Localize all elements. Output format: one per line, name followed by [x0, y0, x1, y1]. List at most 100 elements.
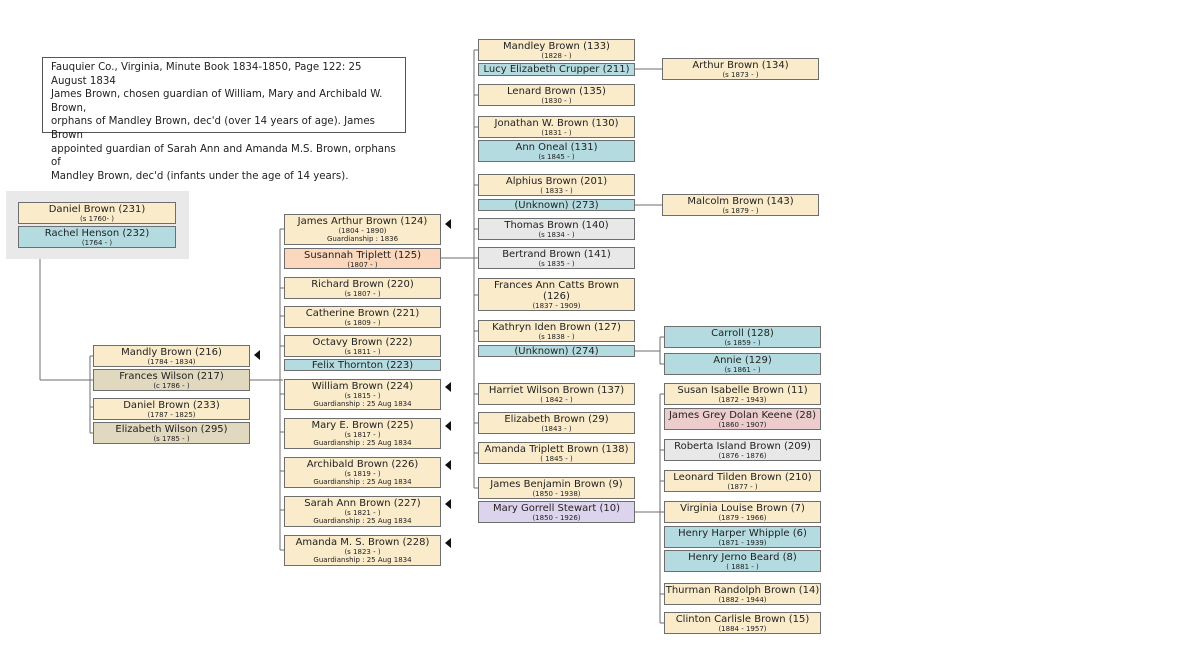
person-box[interactable]: Mary Gorrell Stewart (10)(1850 - 1926): [478, 501, 635, 523]
person-name: Amanda Triplett Brown (138): [484, 444, 629, 455]
person-dates: (s 1821 - ): [344, 509, 381, 517]
person-box[interactable]: Jonathan W. Brown (130)(1831 - ): [478, 116, 635, 138]
person-box[interactable]: Amanda M. S. Brown (228)(s 1823 - )Guard…: [284, 535, 441, 566]
person-dates: (s 1815 - ): [344, 392, 381, 400]
person-dates: (s 1835 - ): [538, 260, 575, 268]
person-box[interactable]: Richard Brown (220)(s 1807 - ): [284, 277, 441, 299]
expand-arrow-icon[interactable]: [254, 350, 260, 360]
person-box[interactable]: Rachel Henson (232)(1764 - ): [18, 226, 176, 248]
person-box[interactable]: Alphius Brown (201)( 1833 - ): [478, 174, 635, 196]
expand-arrow-icon[interactable]: [445, 421, 451, 431]
person-name: Kathryn Iden Brown (127): [492, 322, 621, 333]
expand-arrow-icon[interactable]: [445, 460, 451, 470]
person-box[interactable]: Henry Jerno Beard (8)( 1881 - ): [664, 550, 821, 572]
person-name: Susan Isabelle Brown (11): [677, 385, 808, 396]
note-line: orphans of Mandley Brown, dec'd (over 14…: [51, 116, 375, 141]
person-box[interactable]: Thomas Brown (140)(s 1834 - ): [478, 218, 635, 240]
person-dates: ( 1842 - ): [540, 396, 573, 404]
person-box[interactable]: Kathryn Iden Brown (127)(s 1838 - ): [478, 320, 635, 342]
person-name: Octavy Brown (222): [312, 337, 413, 348]
person-name: Alphius Brown (201): [505, 176, 608, 187]
person-dates: (c 1786 - ): [153, 382, 190, 390]
person-dates: (1784 - 1834): [147, 358, 196, 366]
person-name: Carroll (128): [711, 328, 774, 339]
person-box[interactable]: Felix Thornton (223): [284, 359, 441, 371]
person-box[interactable]: Susannah Triplett (125)(1807 - ): [284, 248, 441, 269]
expand-arrow-icon[interactable]: [445, 219, 451, 229]
person-name: Daniel Brown (231): [48, 204, 146, 215]
person-box[interactable]: Harriet Wilson Brown (137)( 1842 - ): [478, 383, 635, 405]
person-box[interactable]: Frances Wilson (217)(c 1786 - ): [93, 369, 250, 391]
person-box[interactable]: Daniel Brown (233)(1787 - 1825): [93, 398, 250, 420]
person-dates: ( 1881 - ): [726, 563, 759, 571]
person-dates: (1837 - 1909): [532, 302, 581, 310]
guardianship-note: Guardianship : 25 Aug 1834: [313, 517, 412, 525]
person-box[interactable]: Bertrand Brown (141)(s 1835 - ): [478, 247, 635, 269]
person-dates: (s 1834 - ): [538, 231, 575, 239]
person-dates: (1807 - ): [347, 261, 378, 269]
person-name: Malcolm Brown (143): [687, 196, 794, 207]
expand-arrow-icon[interactable]: [445, 382, 451, 392]
person-box[interactable]: Henry Harper Whipple (6)(1871 - 1939): [664, 526, 821, 548]
person-dates: (1884 - 1957): [718, 625, 767, 633]
person-name: James Grey Dolan Keene (28): [668, 410, 817, 421]
person-name: Henry Jerno Beard (8): [688, 552, 797, 563]
person-name: Frances Ann Catts Brown (126): [493, 280, 620, 302]
person-dates: (s 1859 - ): [724, 339, 761, 347]
person-dates: (s 1807 - ): [344, 290, 381, 298]
person-box[interactable]: Thurman Randolph Brown (14)(1882 - 1944): [664, 583, 821, 605]
person-box[interactable]: Malcolm Brown (143)(s 1879 - ): [662, 194, 819, 216]
person-box[interactable]: Mandly Brown (216)(1784 - 1834): [93, 345, 250, 367]
person-box[interactable]: Clinton Carlisle Brown (15)(1884 - 1957): [664, 612, 821, 634]
person-box[interactable]: Elizabeth Wilson (295)(s 1785 - ): [93, 422, 250, 444]
person-name: Annie (129): [713, 355, 772, 366]
person-box[interactable]: Sarah Ann Brown (227)(s 1821 - )Guardian…: [284, 496, 441, 527]
person-box[interactable]: Leonard Tilden Brown (210)(1877 - ): [664, 470, 821, 492]
person-dates: (1879 - 1966): [718, 514, 767, 522]
person-dates: (1876 - 1876): [718, 452, 767, 460]
court-record-note: Fauquier Co., Virginia, Minute Book 1834…: [42, 57, 406, 182]
expand-arrow-icon[interactable]: [445, 499, 451, 509]
person-name: Amanda M. S. Brown (228): [295, 537, 430, 548]
person-box[interactable]: Archibald Brown (226)(s 1819 - )Guardian…: [284, 457, 441, 488]
person-name: Frances Wilson (217): [119, 371, 224, 382]
person-box[interactable]: Daniel Brown (231)(s 1760- ): [18, 202, 176, 224]
person-dates: (1764 - ): [81, 239, 113, 247]
person-box[interactable]: Virginia Louise Brown (7)(1879 - 1966): [664, 501, 821, 523]
person-box[interactable]: William Brown (224)(s 1815 - )Guardiansh…: [284, 379, 441, 410]
person-dates: (1877 - ): [727, 483, 758, 491]
person-box[interactable]: James Grey Dolan Keene (28)(1860 - 1907): [664, 408, 821, 430]
person-box[interactable]: Amanda Triplett Brown (138)( 1845 - ): [478, 442, 635, 464]
person-name: Mary Gorrell Stewart (10): [492, 503, 620, 514]
person-box[interactable]: James Benjamin Brown (9)(1850 - 1938): [478, 477, 635, 499]
person-box[interactable]: Lucy Elizabeth Crupper (211): [478, 63, 635, 76]
note-line: James Brown, chosen guardian of William,…: [51, 89, 383, 114]
person-dates: (1850 - 1926): [532, 514, 581, 522]
person-box[interactable]: Carroll (128)(s 1859 - ): [664, 326, 821, 348]
guardianship-note: Guardianship : 25 Aug 1834: [313, 400, 412, 408]
person-name: Mandley Brown (133): [503, 41, 610, 52]
person-box[interactable]: Lenard Brown (135)(1830 - ): [478, 84, 635, 106]
person-box[interactable]: (Unknown) (273): [478, 199, 635, 211]
person-box[interactable]: Octavy Brown (222)(s 1811 - ): [284, 335, 441, 357]
expand-arrow-icon[interactable]: [445, 538, 451, 548]
person-box[interactable]: Mandley Brown (133)(1828 - ): [478, 39, 635, 61]
person-name: Archibald Brown (226): [306, 459, 419, 470]
person-dates: (s 1873 - ): [722, 71, 759, 79]
person-box[interactable]: Roberta Island Brown (209)(1876 - 1876): [664, 439, 821, 461]
person-box[interactable]: Elizabeth Brown (29)(1843 - ): [478, 412, 635, 434]
person-box[interactable]: Catherine Brown (221)(s 1809 - ): [284, 306, 441, 328]
person-box[interactable]: Annie (129)(s 1861 - ): [664, 353, 821, 375]
person-dates: (1860 - 1907): [718, 421, 767, 429]
person-box[interactable]: (Unknown) (274): [478, 345, 635, 357]
person-name: James Arthur Brown (124): [297, 216, 428, 227]
person-box[interactable]: Ann Oneal (131)(s 1845 - ): [478, 140, 635, 162]
person-box[interactable]: Arthur Brown (134)(s 1873 - ): [662, 58, 819, 80]
person-name: William Brown (224): [311, 381, 414, 392]
person-box[interactable]: Mary E. Brown (225)(s 1817 - )Guardiansh…: [284, 418, 441, 449]
person-dates: (1872 - 1943): [718, 396, 767, 404]
person-name: (Unknown) (274): [514, 346, 599, 357]
person-box[interactable]: Susan Isabelle Brown (11)(1872 - 1943): [664, 383, 821, 405]
person-box[interactable]: James Arthur Brown (124)(1804 - 1890)Gua…: [284, 214, 441, 245]
person-box[interactable]: Frances Ann Catts Brown (126)(1837 - 190…: [478, 278, 635, 311]
